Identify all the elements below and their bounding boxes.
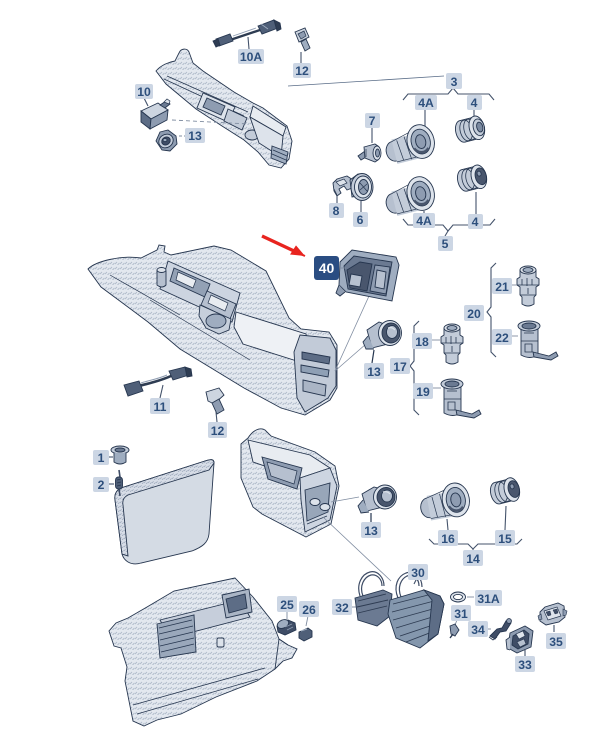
svg-text:6: 6	[357, 213, 364, 227]
svg-text:1: 1	[98, 451, 105, 465]
svg-text:21: 21	[495, 280, 509, 294]
svg-text:35: 35	[549, 635, 563, 649]
svg-text:33: 33	[518, 658, 532, 672]
svg-text:14: 14	[466, 552, 480, 566]
svg-text:20: 20	[467, 307, 481, 321]
svg-text:10A: 10A	[240, 50, 263, 64]
svg-text:11: 11	[154, 400, 167, 414]
svg-text:40: 40	[319, 260, 335, 276]
svg-text:30: 30	[411, 566, 425, 580]
svg-text:12: 12	[211, 424, 225, 438]
svg-text:31: 31	[454, 607, 468, 621]
svg-text:10: 10	[137, 85, 151, 99]
svg-text:16: 16	[441, 532, 455, 546]
svg-text:7: 7	[369, 114, 376, 128]
svg-text:4A: 4A	[416, 214, 432, 228]
svg-text:22: 22	[495, 331, 509, 345]
svg-text:2: 2	[98, 478, 105, 492]
svg-text:31A: 31A	[477, 592, 500, 606]
svg-text:13: 13	[364, 524, 378, 538]
svg-text:19: 19	[416, 385, 430, 399]
svg-text:17: 17	[393, 360, 407, 374]
svg-text:13: 13	[367, 365, 381, 379]
svg-text:34: 34	[471, 623, 485, 637]
svg-text:4: 4	[472, 215, 479, 229]
svg-text:4: 4	[471, 96, 478, 110]
svg-text:5: 5	[442, 237, 449, 251]
svg-text:15: 15	[498, 532, 512, 546]
svg-text:13: 13	[188, 129, 202, 143]
svg-text:32: 32	[335, 601, 349, 615]
svg-text:25: 25	[280, 598, 294, 612]
svg-text:4A: 4A	[418, 96, 434, 110]
svg-text:18: 18	[415, 335, 429, 349]
svg-text:26: 26	[302, 603, 316, 617]
svg-text:8: 8	[333, 204, 340, 218]
svg-text:12: 12	[295, 64, 309, 78]
svg-text:3: 3	[451, 75, 458, 89]
